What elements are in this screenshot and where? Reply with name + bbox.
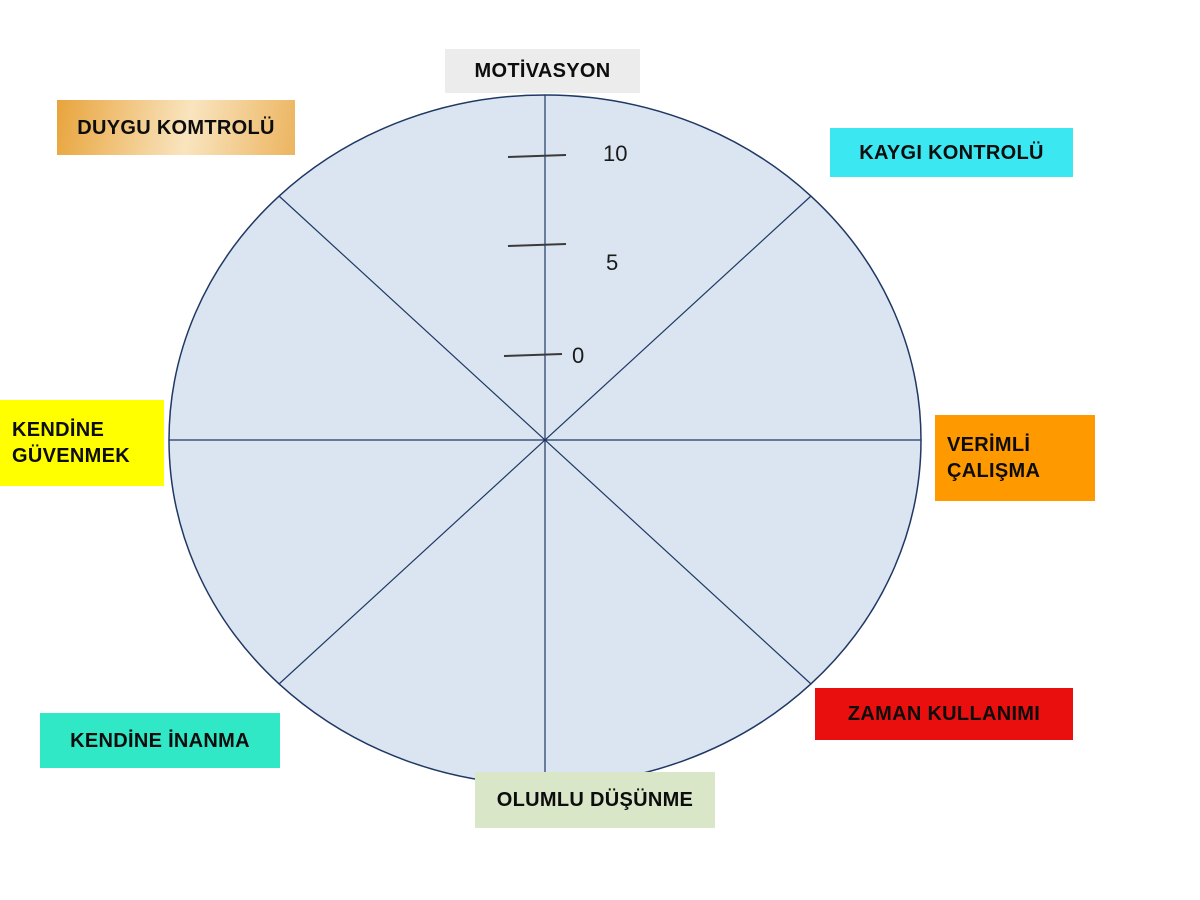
label-motivasyon: MOTİVASYON (445, 49, 640, 93)
label-kaygi-kontrolu: KAYGI KONTROLÜ (830, 128, 1073, 177)
label-kendine-guvenmek: KENDİNE GÜVENMEK (0, 400, 164, 486)
tick-mark-10 (507, 154, 567, 158)
label-olumlu-dusunme: OLUMLU DÜŞÜNME (475, 772, 715, 828)
label-verimli-calisma-line1: VERİMLİ (947, 434, 1031, 456)
tick-mark-5 (507, 243, 567, 247)
label-verimli-calisma: VERİMLİ ÇALIŞMA (935, 415, 1095, 501)
label-kendine-guvenmek-line2: GÜVENMEK (12, 445, 130, 467)
axis-diagonal-sw-ne (278, 195, 812, 685)
label-verimli-calisma-line2: ÇALIŞMA (947, 460, 1041, 482)
label-kendine-inanma: KENDİNE İNANMA (40, 713, 280, 768)
label-duygu-kontrolu: DUYGU KOMTROLÜ (57, 100, 295, 155)
tick-label-0: 0 (572, 343, 584, 368)
label-kaygi-kontrolu-text: KAYGI KONTROLÜ (859, 141, 1044, 164)
tick-mark-0 (503, 353, 563, 357)
label-kendine-inanma-text: KENDİNE İNANMA (70, 729, 250, 752)
label-kendine-guvenmek-line1: KENDİNE (12, 419, 105, 441)
tick-label-10: 10 (603, 141, 627, 166)
label-duygu-kontrolu-text: DUYGU KOMTROLÜ (77, 116, 275, 139)
tick-label-5: 5 (606, 250, 618, 275)
label-motivasyon-text: MOTİVASYON (474, 60, 611, 82)
label-olumlu-dusunme-text: OLUMLU DÜŞÜNME (496, 789, 694, 811)
label-zaman-kullanimi: ZAMAN KULLANIMI (815, 688, 1073, 740)
label-zaman-kullanimi-text: ZAMAN KULLANIMI (847, 703, 1041, 725)
